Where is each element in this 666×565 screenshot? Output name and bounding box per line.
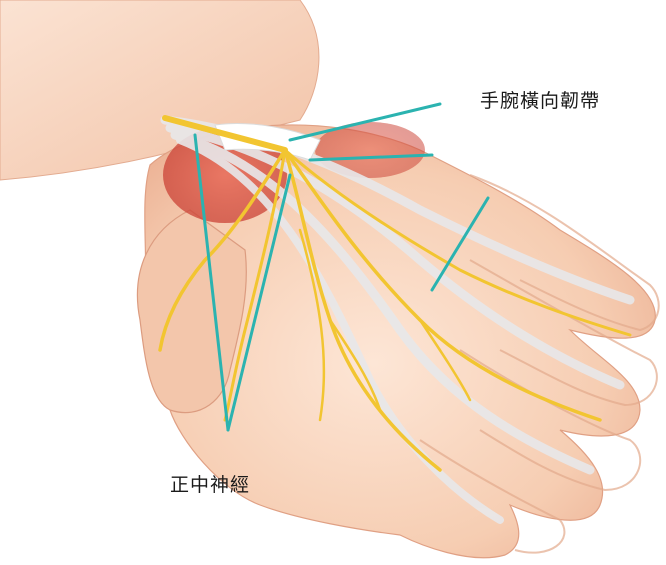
label-transverse-carpal-ligament: 手腕橫向韌帶 xyxy=(480,86,600,113)
label-median-nerve: 正中神經 xyxy=(170,470,250,497)
